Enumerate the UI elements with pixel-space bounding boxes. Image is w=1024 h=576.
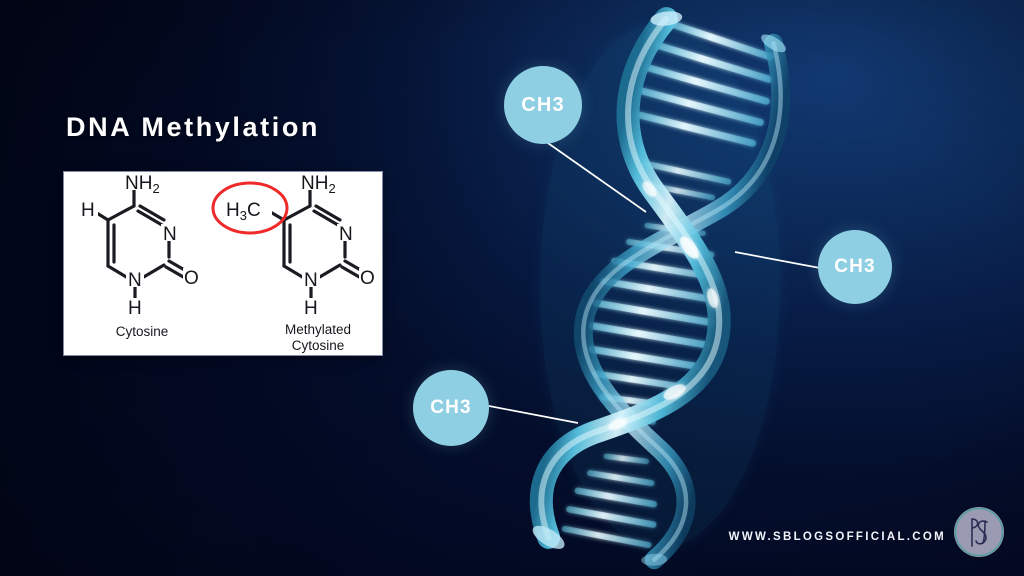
atom-label-o-left: O bbox=[184, 268, 199, 289]
structure-caption-methylated-line1: Methylated bbox=[285, 322, 351, 337]
methyl-highlight-circle bbox=[211, 181, 289, 235]
callout-bubble-ch3-left[interactable]: CH3 bbox=[413, 370, 489, 446]
structure-caption-cytosine: Cytosine bbox=[116, 324, 169, 339]
callout-label: CH3 bbox=[430, 397, 472, 418]
atom-label-n1-left: N bbox=[128, 270, 142, 291]
atom-label-nh2-left: NH2 bbox=[125, 173, 160, 196]
atom-label-nh-h-left: H bbox=[128, 298, 142, 319]
atom-label-n3-right: N bbox=[339, 224, 353, 245]
callout-label: CH3 bbox=[834, 256, 876, 277]
atom-label-n1-right: N bbox=[304, 270, 318, 291]
atom-label-nh-h-right: H bbox=[304, 298, 318, 319]
cytosine-diagram-svg: NH2 H N N H O Cytosine bbox=[80, 173, 377, 353]
page-title: DNA Methylation bbox=[66, 112, 320, 142]
atom-label-o-right: O bbox=[360, 268, 375, 289]
callout-bubble-ch3-top[interactable]: CH3 bbox=[504, 66, 582, 144]
website-url: WWW.SBLOGSOFFICIAL.COM bbox=[728, 531, 946, 543]
atom-label-h3c-right: H3C bbox=[226, 200, 261, 223]
sblogs-monogram-logo bbox=[954, 507, 1004, 557]
atom-label-n3-left: N bbox=[163, 224, 177, 245]
atom-label-h5-left: H bbox=[81, 200, 95, 221]
atom-label-nh2-right: NH2 bbox=[301, 173, 336, 196]
callout-bubble-ch3-right[interactable]: CH3 bbox=[818, 230, 892, 304]
cytosine-diagram-panel: NH2 H N N H O Cytosine bbox=[64, 172, 382, 355]
callout-label: CH3 bbox=[521, 93, 565, 116]
structure-caption-methylated-line2: Cytosine bbox=[292, 338, 345, 353]
